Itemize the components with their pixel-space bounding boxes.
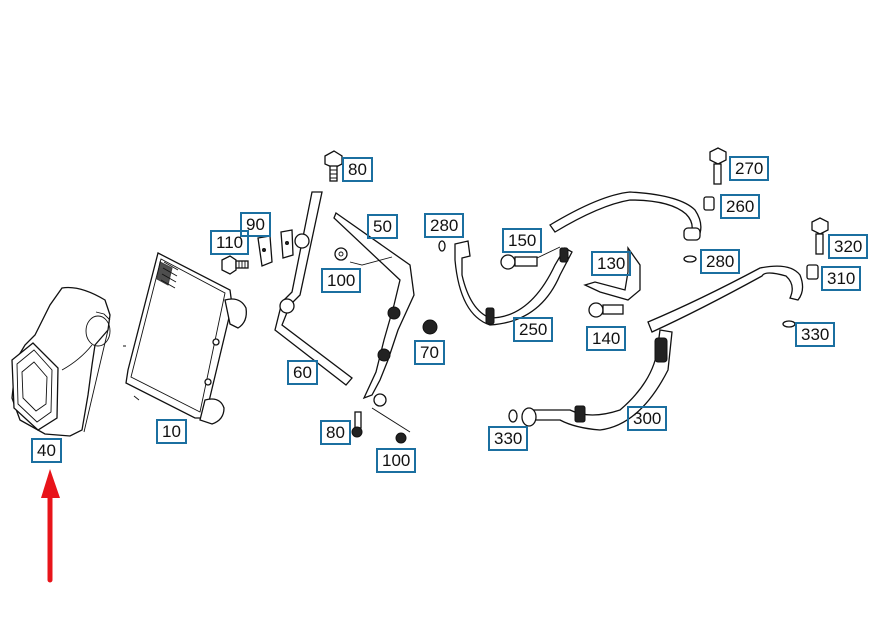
callout-140[interactable]: 140 <box>586 326 627 351</box>
part-330-seal-ring-right[interactable] <box>782 320 796 328</box>
red-arrow-indicator <box>41 469 60 583</box>
callout-110[interactable]: 110 <box>210 230 250 255</box>
callout-130[interactable]: 130 <box>591 251 632 276</box>
part-100-nut-top[interactable] <box>334 247 393 266</box>
callout-80-top[interactable]: 80 <box>342 157 373 182</box>
callout-320[interactable]: 320 <box>828 234 869 259</box>
callout-90[interactable]: 90 <box>240 212 271 237</box>
part-260-clip[interactable] <box>703 196 715 211</box>
part-280-seal-ring-left[interactable] <box>438 240 446 252</box>
part-90-clip-nut[interactable] <box>257 229 294 267</box>
callout-250[interactable]: 250 <box>513 317 554 342</box>
part-150-bolt[interactable] <box>500 246 561 270</box>
part-320-bolt[interactable] <box>811 217 829 255</box>
part-300-hose[interactable] <box>508 265 804 431</box>
part-100-nut-bottom[interactable] <box>371 407 411 444</box>
callout-50[interactable]: 50 <box>367 214 398 239</box>
part-280-seal-ring-right[interactable] <box>683 255 697 263</box>
part-50-bracket[interactable] <box>333 211 415 407</box>
callout-70[interactable]: 70 <box>414 340 445 365</box>
callout-100-bottom[interactable]: 100 <box>376 448 417 473</box>
callout-60[interactable]: 60 <box>287 360 318 385</box>
part-80-bolt-bottom[interactable] <box>351 411 363 438</box>
part-60-bracket[interactable] <box>274 191 353 386</box>
callout-300[interactable]: 300 <box>627 406 668 431</box>
part-pipe-upper[interactable] <box>549 191 702 241</box>
part-80-bolt-top[interactable] <box>324 150 343 182</box>
callout-10[interactable]: 10 <box>156 419 187 444</box>
callout-40[interactable]: 40 <box>31 438 62 463</box>
part-310-clip[interactable] <box>806 264 819 280</box>
part-110-bolt[interactable] <box>221 255 249 275</box>
callout-260[interactable]: 260 <box>720 194 761 219</box>
callout-330-left[interactable]: 330 <box>488 426 529 451</box>
callout-280-right[interactable]: 280 <box>700 249 741 274</box>
callout-280-left[interactable]: 280 <box>424 213 465 238</box>
callout-150[interactable]: 150 <box>502 228 543 253</box>
part-10-intercooler[interactable] <box>123 252 247 425</box>
callout-330-right[interactable]: 330 <box>795 322 836 347</box>
part-140-bolt[interactable] <box>588 302 624 318</box>
part-270-bolt[interactable] <box>709 147 727 185</box>
callout-270[interactable]: 270 <box>729 156 770 181</box>
part-40-air-duct[interactable] <box>11 286 111 437</box>
part-130-bracket[interactable] <box>583 245 641 301</box>
part-70-grommet[interactable] <box>422 319 438 335</box>
part-250-hose[interactable] <box>454 240 573 326</box>
callout-80-bottom[interactable]: 80 <box>320 420 351 445</box>
callout-310[interactable]: 310 <box>821 266 862 291</box>
callout-100-top[interactable]: 100 <box>321 268 362 293</box>
